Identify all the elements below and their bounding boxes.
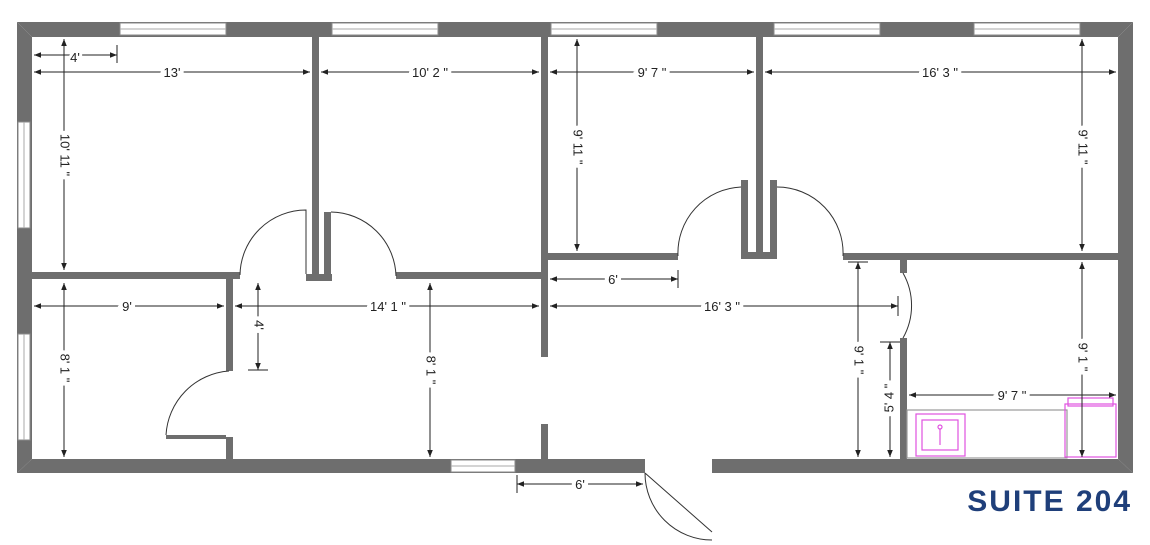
dim-label-9-7-top: 9' 7 " — [638, 65, 667, 80]
windows — [17, 22, 1081, 473]
counter-icon — [906, 409, 1068, 459]
dim-label-8-1-left: 8' 1 " — [58, 354, 73, 383]
suite-title: SUITE 204 — [967, 485, 1132, 518]
dim-label-6-middle: 6' — [608, 272, 618, 287]
dim-label-9-1-right: 9' 1 " — [1076, 343, 1091, 372]
dim-label-5-4: 5' 4 " — [881, 383, 896, 412]
bottom-wall-right — [712, 459, 1133, 473]
exterior-walls — [17, 22, 1133, 473]
dimension-lines — [34, 39, 1116, 493]
door-entry — [644, 472, 713, 541]
interior-walls — [32, 37, 1118, 460]
dim-label-14-1: 14' 1 " — [370, 299, 406, 314]
dim-label-9-11-right: 9' 11 " — [1076, 129, 1091, 164]
refrigerator-icon — [1064, 403, 1117, 458]
dim-label-9: 9' — [122, 299, 132, 314]
dim-label-16-3-middle: 16' 3 " — [704, 299, 740, 314]
dim-label-4ft-top: 4' — [70, 50, 80, 65]
doors — [165, 186, 912, 541]
door-top-left-room — [239, 209, 307, 276]
bottom-wall-left — [17, 459, 645, 473]
dim-label-8-1-center: 8' 1 " — [424, 356, 439, 385]
dim-label-9-11-middle: 9' 11 " — [571, 129, 586, 164]
door-lower-left-room — [165, 370, 230, 436]
dim-label-4-vertical: 4' — [252, 320, 267, 330]
dim-label-9-7-lower: 9' 7 " — [998, 388, 1027, 403]
door-top-middle-room — [330, 211, 397, 277]
fixtures — [906, 397, 1117, 459]
dim-label-13: 13' — [164, 65, 181, 80]
dim-label-10-11: 10' 11 " — [58, 134, 73, 177]
right-wall — [1118, 22, 1133, 473]
dimension-labels: 4' 13' 10' 2 " 9' 7 " 16' 3 " 10' 11 " 9… — [54, 47, 1095, 496]
dim-label-9-1-middle: 9' 1 " — [852, 346, 867, 375]
dim-label-16-3-top: 16' 3 " — [922, 65, 958, 80]
dim-label-6-bottom: 6' — [575, 477, 585, 492]
door-right-middle-room — [677, 186, 742, 257]
door-kitchen — [902, 272, 912, 339]
dim-label-10-2: 10' 2 " — [412, 65, 448, 80]
sink-icon — [915, 413, 966, 457]
door-right-upper-room — [776, 186, 844, 257]
